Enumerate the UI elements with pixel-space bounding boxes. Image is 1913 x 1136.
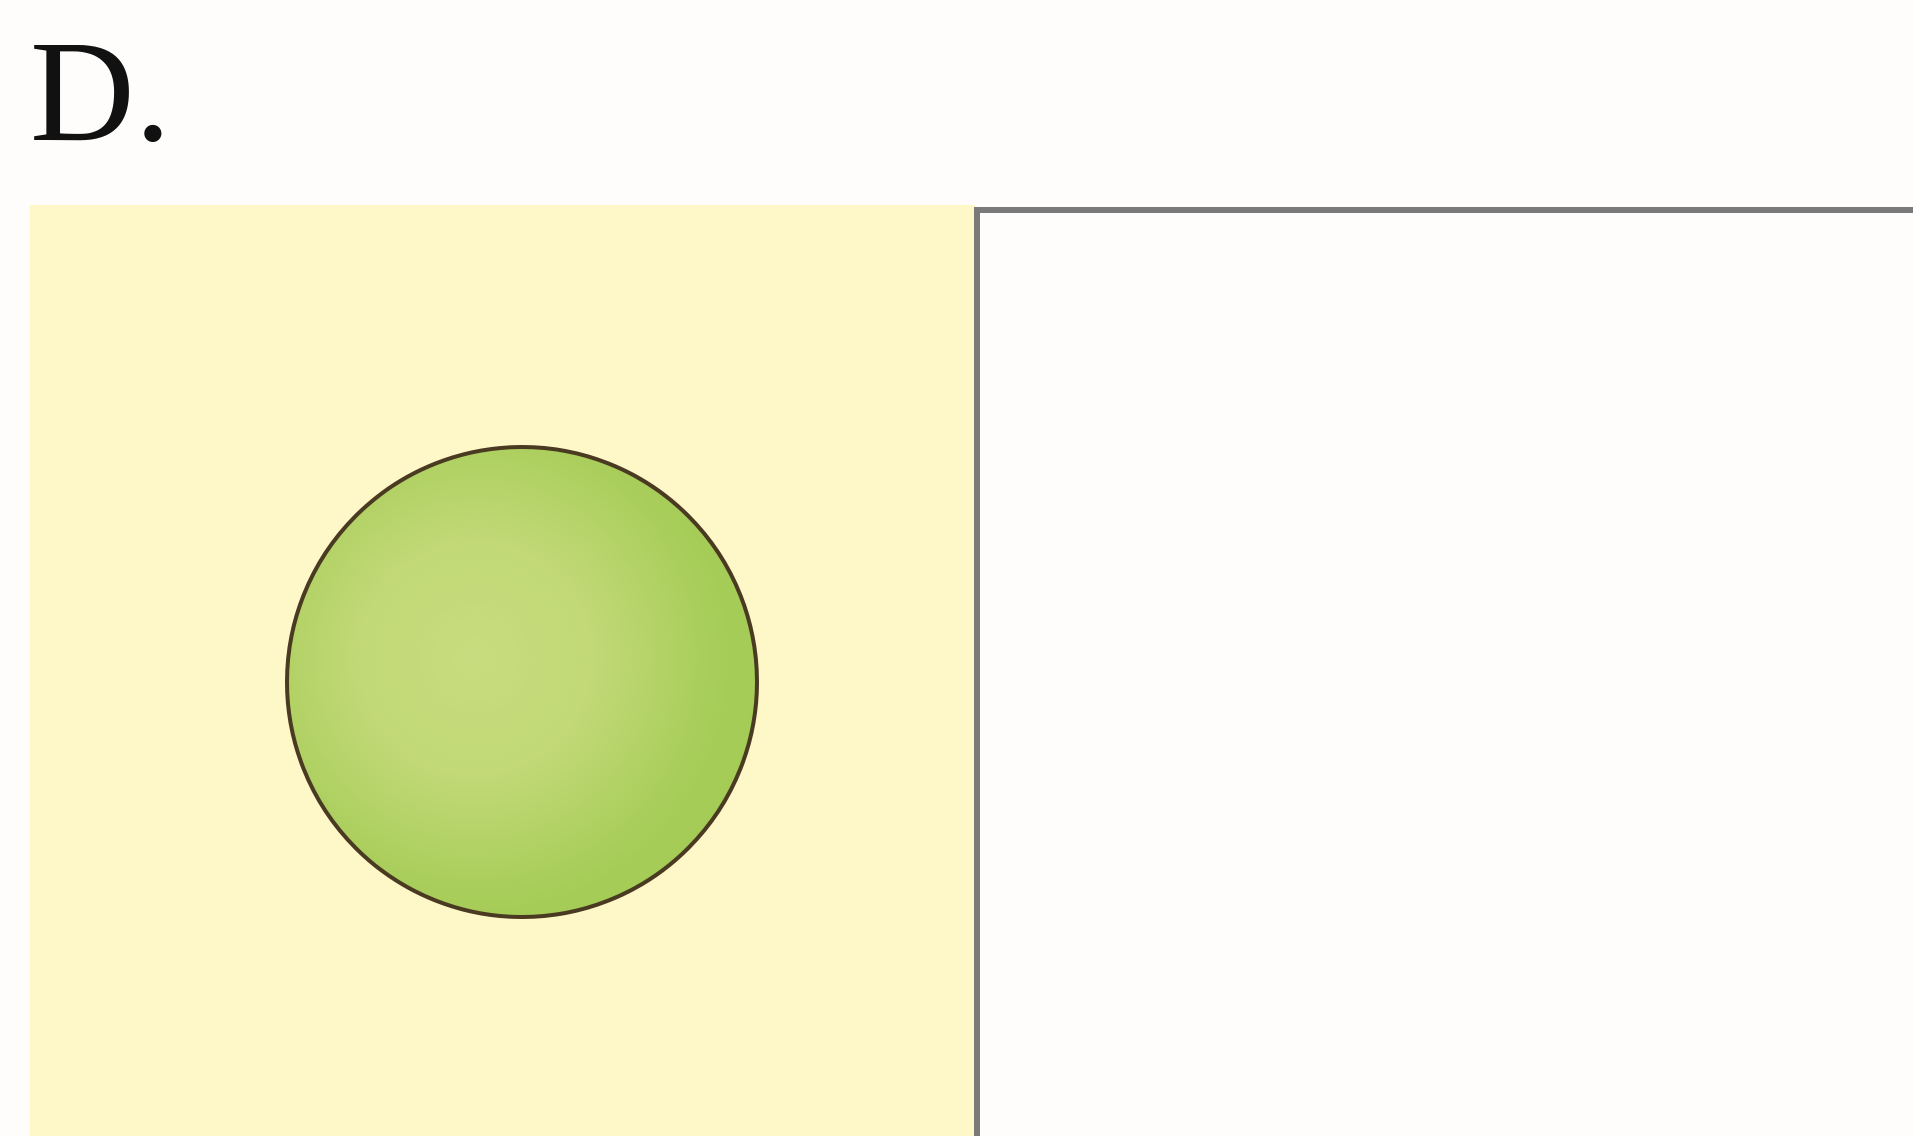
left-panel xyxy=(30,205,975,1136)
right-panel xyxy=(974,207,1913,1136)
option-label: D. xyxy=(30,20,171,165)
green-circle xyxy=(285,445,759,919)
